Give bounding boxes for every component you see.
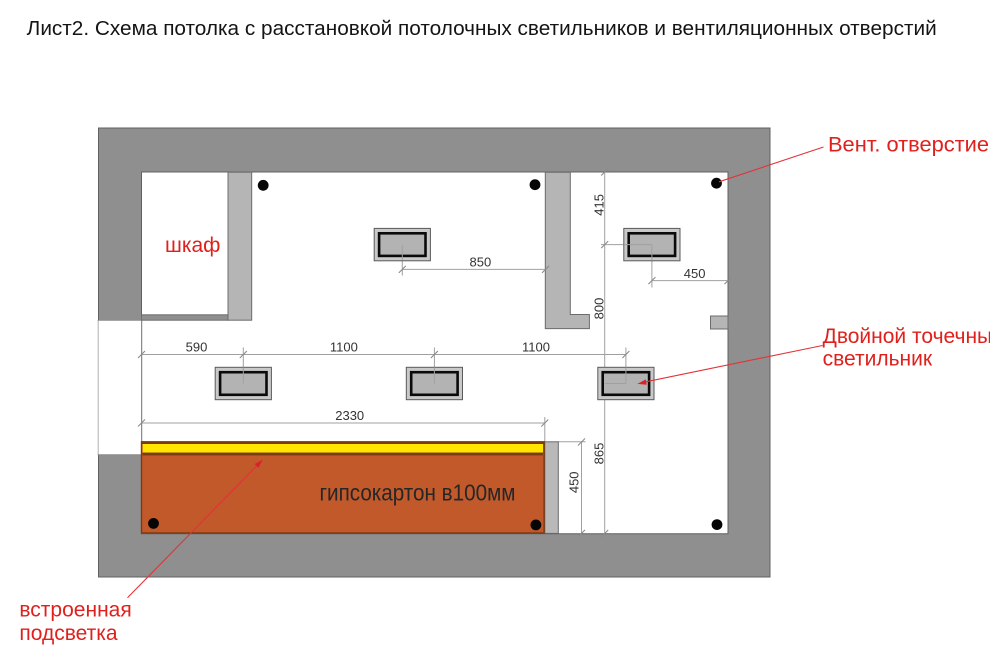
svg-text:450: 450 — [684, 266, 706, 281]
svg-text:865: 865 — [592, 443, 607, 465]
svg-text:светильник: светильник — [823, 348, 933, 371]
svg-text:подсветка: подсветка — [19, 622, 118, 645]
svg-text:590: 590 — [186, 340, 208, 355]
svg-text:1100: 1100 — [522, 340, 550, 355]
svg-text:1100: 1100 — [330, 340, 358, 355]
svg-text:2330: 2330 — [335, 408, 364, 423]
svg-text:Лист2. Схема потолка с расстан: Лист2. Схема потолка с расстановкой пото… — [27, 18, 937, 40]
svg-text:шкаф: шкаф — [165, 234, 220, 257]
svg-text:гипсокартон в100мм: гипсокартон в100мм — [320, 480, 516, 506]
svg-text:415: 415 — [592, 194, 607, 216]
svg-text:800: 800 — [592, 298, 607, 320]
svg-text:850: 850 — [470, 254, 492, 269]
svg-text:встроенная: встроенная — [19, 599, 131, 622]
svg-text:450: 450 — [567, 471, 582, 493]
svg-text:Вент. отверстие: Вент. отверстие — [828, 134, 989, 157]
svg-text:Двойной точечный: Двойной точечный — [823, 325, 990, 348]
